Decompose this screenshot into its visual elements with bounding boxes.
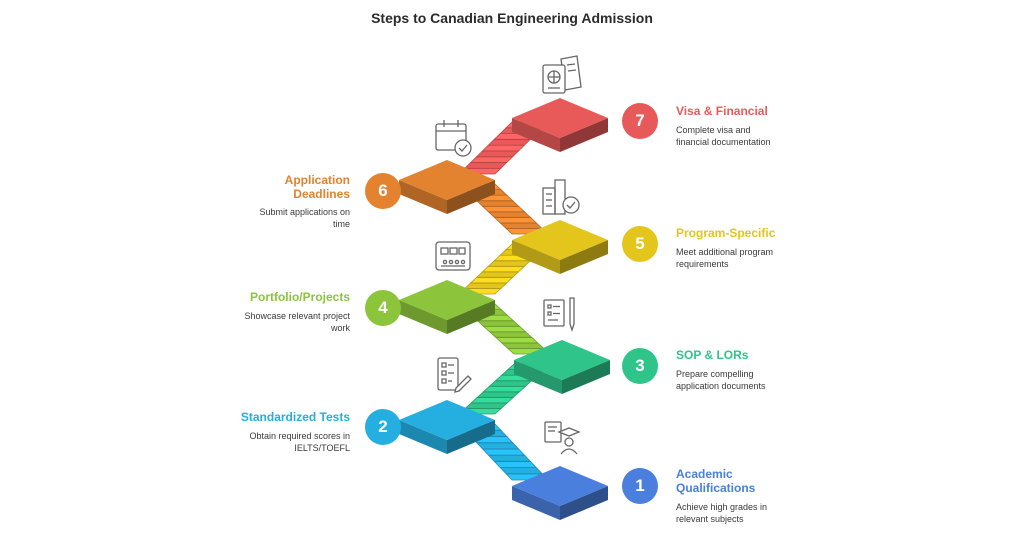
stair-step [475, 442, 520, 450]
platform-side-left [399, 180, 447, 214]
step-title: Visa & Financial [676, 104, 768, 118]
stair-step [482, 385, 527, 393]
platform-top [399, 160, 495, 200]
step-title: Portfolio/Projects [249, 290, 350, 304]
stair-step [475, 150, 520, 158]
platform-top [399, 400, 495, 440]
passport-ticket-icon [542, 55, 582, 94]
step-title: Application Deadlines [284, 173, 350, 201]
project-board-icon [435, 241, 471, 271]
platform-step-6 [399, 160, 495, 214]
stair-step [469, 156, 514, 163]
stair-step [487, 454, 532, 462]
step-title: Program-Specific [676, 226, 776, 240]
test-checklist-icon [437, 357, 472, 393]
stair-step [481, 265, 526, 273]
stair-step [487, 138, 532, 146]
platform-side-right [447, 180, 495, 214]
stairs-layer [399, 98, 610, 520]
stair-step [463, 282, 508, 289]
building-check-icon [542, 179, 580, 215]
staircase-1-2 [458, 423, 549, 481]
step-description: Achieve high grades in relevant subjects [676, 502, 768, 524]
platform-side-right [447, 420, 495, 454]
platform-step-7 [512, 98, 608, 152]
stair-step [463, 162, 508, 169]
stair-step [475, 200, 520, 207]
stair-step [482, 325, 527, 333]
stair-step [493, 460, 538, 468]
step-number-badge: 3 [622, 348, 658, 384]
diagram-title: Steps to Canadian Engineering Admission [371, 10, 653, 26]
platform-side-right [447, 300, 495, 334]
step-title: SOP & LORs [676, 348, 749, 362]
step-description: Complete visa and financial documentatio… [676, 125, 771, 147]
stair-step [476, 391, 521, 398]
stair-step [499, 222, 544, 229]
step-number-badge: 2 [365, 409, 401, 445]
icons-layer [435, 55, 582, 455]
stair-step [481, 448, 526, 456]
platform-step-2 [399, 400, 495, 454]
step-number-badge: 4 [365, 290, 401, 326]
documents-pen-icon [543, 297, 575, 333]
step-title: Academic Qualifications [676, 467, 756, 495]
stair-step [481, 144, 526, 152]
stair-step [469, 276, 514, 284]
step-description: Meet additional program requirements [676, 247, 774, 269]
calendar-check-icon [435, 120, 472, 157]
platform-step-1 [512, 466, 608, 520]
step-number-badge: 7 [622, 103, 658, 139]
step-number-badge: 1 [622, 468, 658, 504]
platform-side-left [512, 240, 560, 274]
stair-step [500, 342, 545, 349]
step-description: Showcase relevant project work [244, 311, 350, 333]
platform-side-left [399, 300, 447, 334]
stair-step [488, 380, 533, 387]
platform-top [512, 98, 608, 138]
platform-top [399, 280, 495, 320]
stair-step [488, 331, 533, 338]
platform-top [512, 466, 608, 506]
step-number-badge: 5 [622, 226, 658, 262]
step-description: Prepare compelling application documents [676, 369, 766, 391]
platform-top [514, 340, 610, 380]
platform-side-right [562, 360, 610, 394]
platform-step-3 [514, 340, 610, 394]
stair-step [464, 402, 509, 409]
graduate-certificate-icon [544, 421, 581, 455]
stair-step [487, 211, 532, 218]
step-title: Standardized Tests [240, 410, 350, 424]
step-description: Obtain required scores in IELTS/TOEFL [249, 431, 350, 453]
stair-step [470, 396, 515, 404]
stair-step [493, 216, 538, 224]
platform-step-5 [512, 220, 608, 274]
stair-step [475, 271, 520, 278]
platform-side-left [514, 360, 562, 394]
platform-side-left [512, 486, 560, 520]
platform-top [512, 220, 608, 260]
platform-side-left [512, 118, 560, 152]
stair-step [494, 336, 539, 344]
platform-side-right [560, 118, 608, 152]
stair-step [476, 320, 521, 327]
step-description: Submit applications on time [259, 207, 350, 229]
step-number-badge: 6 [365, 173, 401, 209]
platform-step-4 [399, 280, 495, 334]
stair-step [499, 467, 544, 475]
platform-side-right [560, 486, 608, 520]
stair-step [487, 260, 532, 267]
platform-side-left [399, 420, 447, 454]
platform-side-right [560, 240, 608, 274]
stair-step [481, 205, 526, 213]
